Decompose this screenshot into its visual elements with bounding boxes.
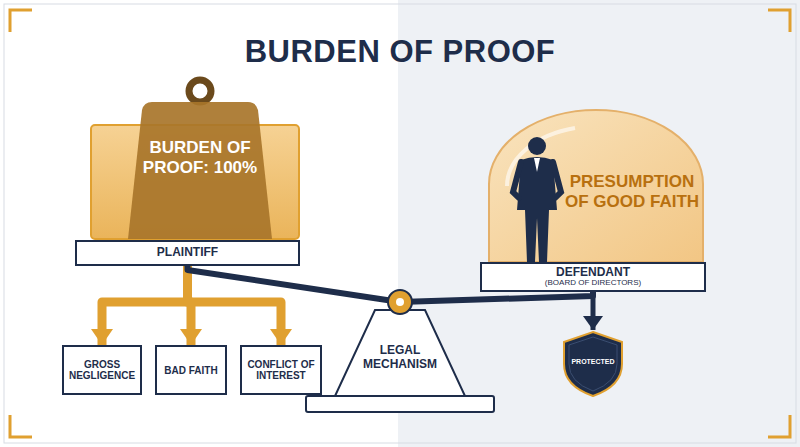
fulcrum: LEGAL MECHANISM xyxy=(305,284,495,414)
connector xyxy=(102,266,188,345)
node-label: PRESUMPTION OF GOOD FAITH xyxy=(561,172,703,211)
node-label: PROTECTED xyxy=(566,358,620,366)
good-faith-dome: PRESUMPTION OF GOOD FAITH xyxy=(485,106,707,262)
defendant-pan: DEFENDANT(BOARD OF DIRECTORS) xyxy=(480,262,706,292)
burden-weight: BURDEN OF PROOF: 100% xyxy=(90,76,300,240)
diagram-title: BURDEN OF PROOF xyxy=(0,34,800,70)
node-label: BAD FAITH xyxy=(164,365,217,376)
condition-box: CONFLICT OF INTEREST xyxy=(240,345,322,395)
condition-box: GROSS NEGLIGENCE xyxy=(62,345,142,395)
condition-box: BAD FAITH xyxy=(155,345,227,395)
plaintiff-pan: PLAINTIFF xyxy=(75,240,300,266)
node-label: DEFENDANT xyxy=(556,266,630,279)
corner-brackets xyxy=(10,10,790,437)
node-sublabel: (BOARD OF DIRECTORS) xyxy=(545,279,641,288)
node-label: GROSS NEGLIGENCE xyxy=(68,359,136,381)
node-label: PLAINTIFF xyxy=(157,246,218,259)
node-label: BURDEN OF PROOF: 100% xyxy=(135,138,265,177)
frame xyxy=(4,4,796,443)
protected-shield: PROTECTED xyxy=(562,330,624,398)
node-label: LEGAL MECHANISM xyxy=(350,344,450,372)
node-label: CONFLICT OF INTEREST xyxy=(246,359,316,381)
connector xyxy=(591,292,596,330)
